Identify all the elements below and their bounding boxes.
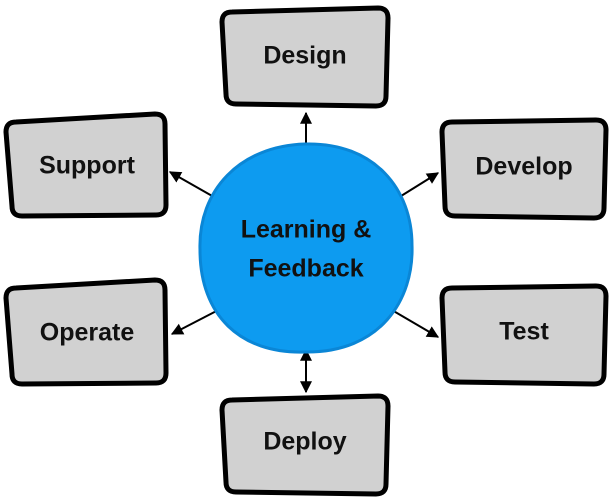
node-deploy: Deploy: [219, 393, 391, 497]
node-operate: Operate: [3, 277, 169, 387]
design-label: Design: [263, 42, 346, 70]
deploy-label: Deploy: [263, 428, 346, 456]
center-label-line2: Feedback: [248, 255, 363, 283]
node-test: Test: [439, 283, 609, 387]
support-label: Support: [39, 152, 135, 180]
center-label-line1: Learning &: [241, 216, 372, 244]
center-circle: [198, 142, 414, 354]
develop-label: Develop: [475, 153, 572, 181]
test-label: Test: [499, 318, 549, 346]
node-design: Design: [219, 5, 391, 109]
node-support: Support: [3, 111, 169, 219]
operate-label: Operate: [40, 319, 135, 347]
node-develop: Develop: [439, 117, 609, 221]
center-node: Learning & Feedback: [198, 142, 414, 354]
